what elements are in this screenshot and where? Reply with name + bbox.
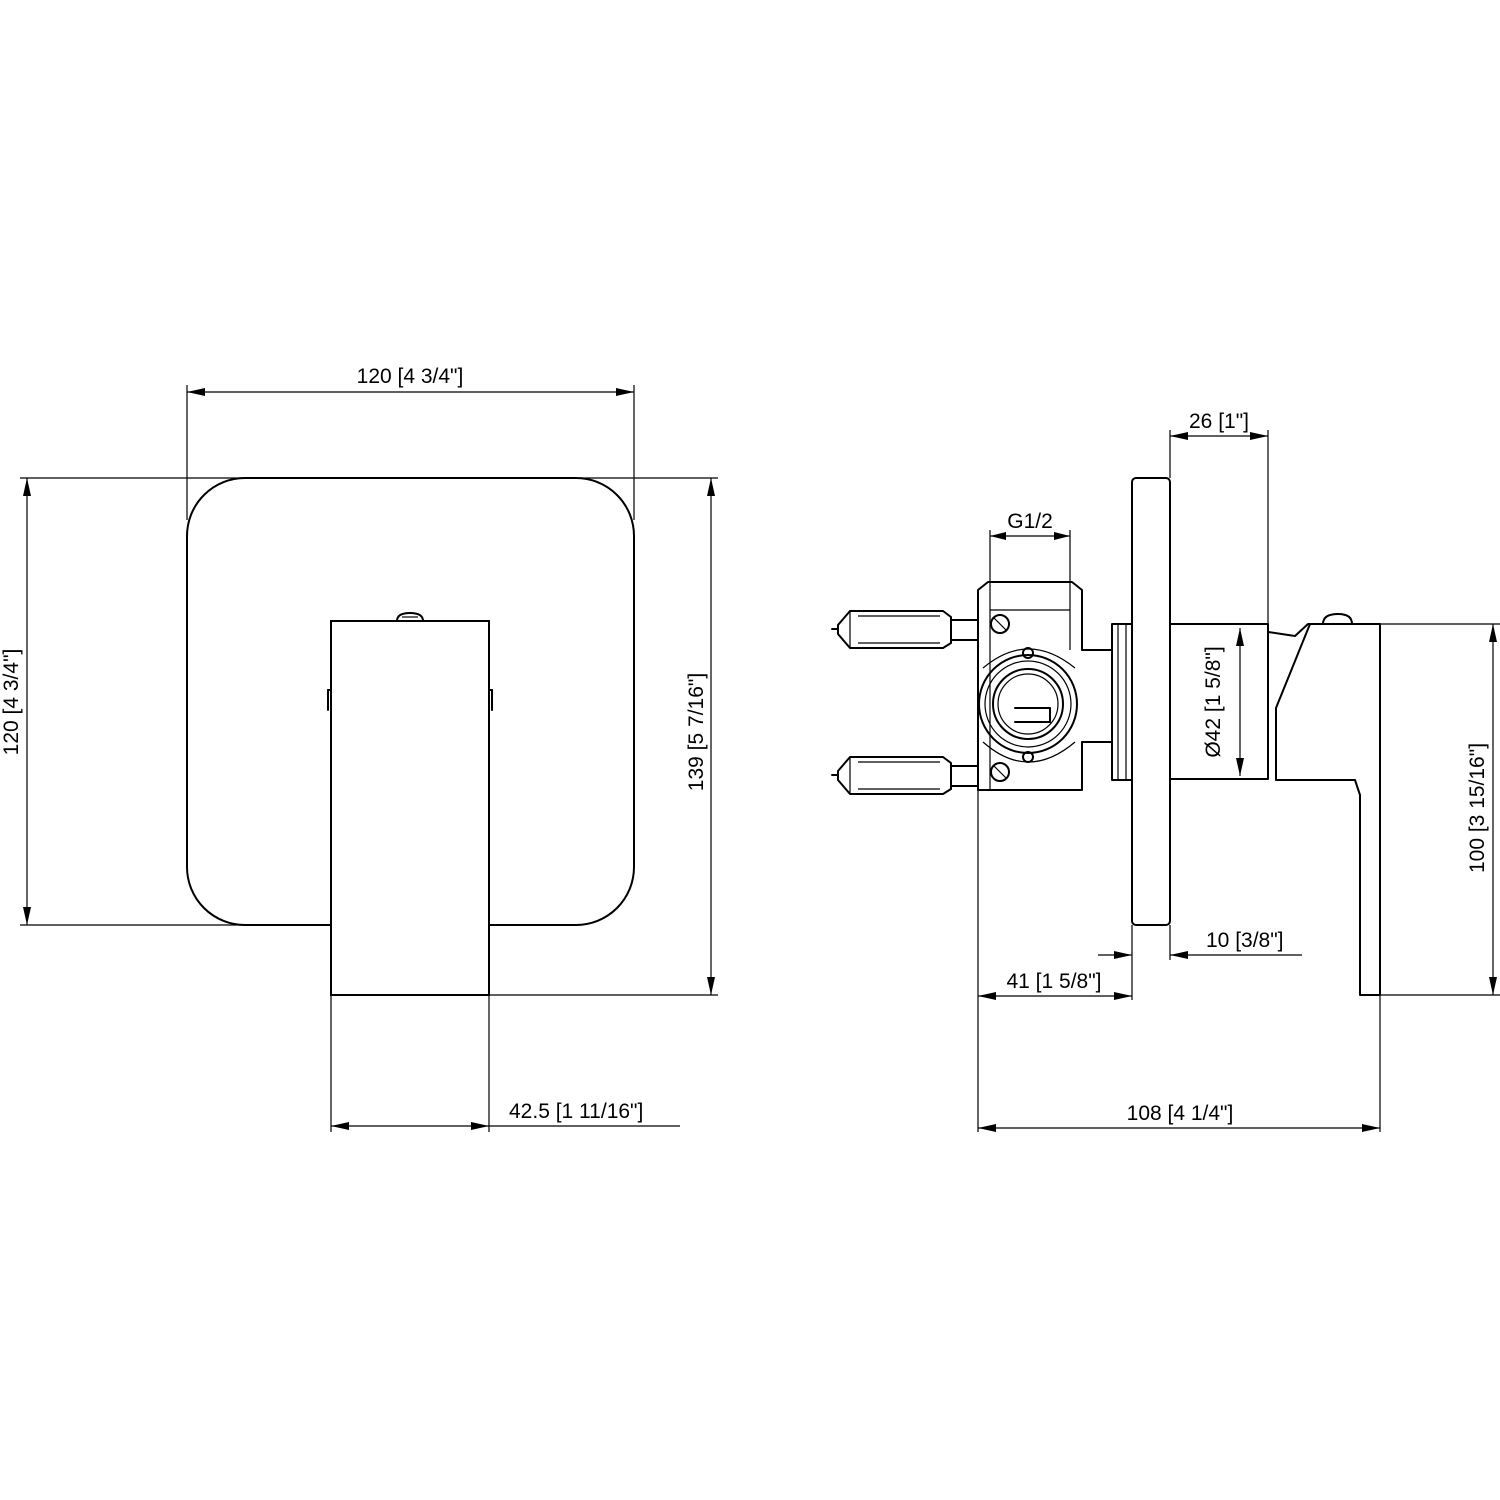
front-height-dimension: 120 [4 3/4"] xyxy=(0,477,245,926)
upper-screw xyxy=(990,614,1010,634)
thread-label: G1/2 xyxy=(1007,510,1053,533)
front-overall-height-label: 139 [5 7/16"] xyxy=(685,673,708,791)
front-overall-height-dimension: 139 [5 7/16"] xyxy=(489,477,718,996)
side-cover-plate xyxy=(1131,477,1171,926)
sealing-ring xyxy=(1111,623,1133,781)
front-handle-width-label: 42.5 [1 11/16"] xyxy=(509,1100,643,1123)
front-handle-width-dimension: 42.5 [1 11/16"] xyxy=(330,995,680,1132)
front-width-dimension: 120 [4 3/4"] xyxy=(186,365,635,520)
valve-body xyxy=(977,581,1113,791)
cartridge-diameter-dimension: Ø42 [1 5/8"] xyxy=(1202,628,1244,776)
plate-thickness-dimension: 10 [3/8"] xyxy=(1098,925,1302,1000)
lower-inlet-fitting xyxy=(831,756,979,795)
upper-inlet-fitting xyxy=(831,610,979,649)
thread-dimension: G1/2 xyxy=(989,510,1071,582)
front-handle xyxy=(330,620,490,996)
front-width-label: 120 [4 3/4"] xyxy=(357,365,464,388)
lower-screw xyxy=(990,762,1010,782)
trim-projection-label: 26 [1"] xyxy=(1189,410,1249,433)
body-depth-dimension: 41 [1 5/8"] xyxy=(977,790,1132,1132)
overall-depth-label: 108 [4 1/4"] xyxy=(1127,1102,1234,1125)
front-view: 120 [4 3/4"] 120 [4 3/4"] 139 [5 7/16"] xyxy=(0,365,718,1132)
handle-height-dimension: 100 [3 15/16"] xyxy=(1380,623,1500,996)
side-handle xyxy=(1267,623,1381,996)
side-view: 26 [1"] G1/2 Ø42 [1 5/8"] 100 [3 15/16"] xyxy=(831,410,1500,1132)
overall-depth-dimension: 108 [4 1/4"] xyxy=(978,995,1381,1132)
front-handle-knob xyxy=(396,612,424,622)
plate-thickness-label: 10 [3/8"] xyxy=(1206,929,1284,952)
cartridge-diameter-label: Ø42 [1 5/8"] xyxy=(1202,646,1225,757)
handle-height-label: 100 [3 15/16"] xyxy=(1466,743,1489,873)
body-depth-label: 41 [1 5/8"] xyxy=(1006,970,1101,993)
front-height-label: 120 [4 3/4"] xyxy=(0,649,23,756)
trim-projection-dimension: 26 [1"] xyxy=(1169,410,1269,624)
